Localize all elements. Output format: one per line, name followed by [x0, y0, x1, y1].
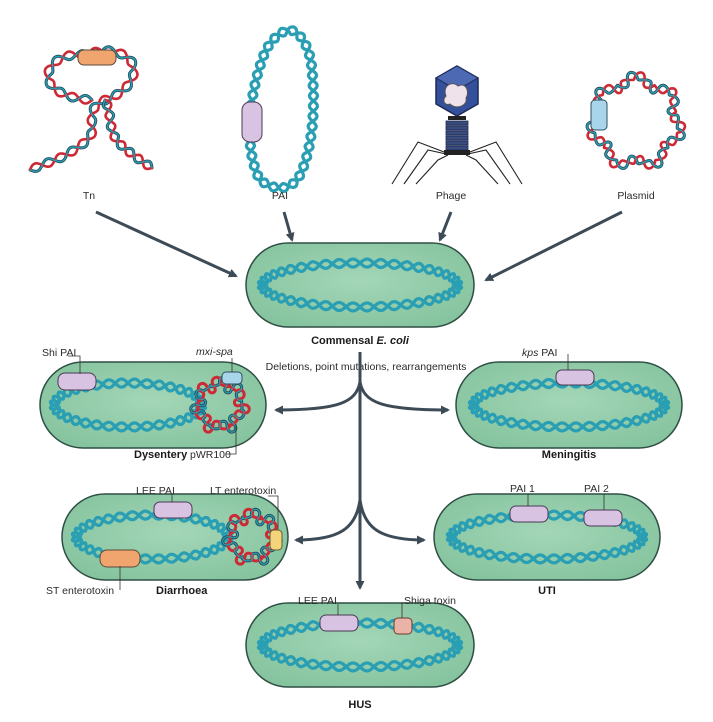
- uti-title: UTI: [538, 585, 556, 597]
- meningitis-cell: [455, 361, 683, 449]
- shi-pai-segment: [57, 372, 97, 391]
- pwr100-label: pWR100: [190, 449, 231, 461]
- lt-enterotoxin-label: LT enterotoxin: [210, 485, 276, 497]
- pai2-segment: [583, 509, 623, 527]
- source-arrows: [95, 210, 623, 282]
- branch-arrows: [274, 352, 450, 590]
- mxi-spa-label: mxi-spa: [196, 346, 233, 358]
- dna-helix: [70, 509, 234, 565]
- meningitis-title: Meningitis: [542, 449, 596, 461]
- transposon-segment: [77, 49, 117, 66]
- bacteriophage-icon: [391, 65, 523, 185]
- lt-enterotoxin-segment: [269, 529, 283, 551]
- hus-lee-pai-label: LEE PAI: [298, 595, 337, 607]
- tn-label: Tn: [83, 190, 95, 202]
- pathogenicity-island-icon: [241, 25, 320, 194]
- kps-pai-segment: [555, 369, 595, 386]
- dna-helix: [101, 98, 154, 171]
- dysentery-cell: [39, 361, 267, 449]
- hus-lee-pai-segment: [319, 614, 359, 632]
- shi-pai-label: Shi PAI: [42, 347, 76, 359]
- plasmid-segment: [590, 99, 608, 131]
- dysentery-title: Dysentery: [134, 449, 188, 461]
- diarrhoea-title: Diarrhoea: [156, 585, 208, 597]
- st-enterotoxin-label: ST enterotoxin: [46, 585, 114, 597]
- process-label: Deletions, point mutations, rearrangemen…: [266, 361, 467, 373]
- transposon-icon: [28, 45, 154, 173]
- plasmid-label: Plasmid: [617, 190, 655, 202]
- lee-pai-segment: [153, 501, 193, 519]
- dna-helix: [467, 377, 671, 433]
- st-enterotoxin-segment: [99, 549, 141, 568]
- pai1-segment: [509, 505, 549, 523]
- commensal-cell: [245, 242, 475, 328]
- shiga-toxin-segment: [393, 617, 413, 635]
- shiga-toxin-label: Shiga toxin: [404, 595, 456, 607]
- lee-pai-label: LEE PAI: [136, 485, 175, 497]
- dna-helix: [28, 45, 139, 173]
- pai-label: PAI: [272, 190, 288, 202]
- pai-segment: [241, 101, 263, 143]
- dna-helix: [221, 507, 283, 566]
- phage-label: Phage: [436, 190, 467, 202]
- hus-title: HUS: [348, 699, 371, 711]
- pai1-label: PAI 1: [510, 483, 535, 495]
- pai2-label: PAI 2: [584, 483, 609, 495]
- commensal-label: Commensal E. coli: [311, 335, 410, 347]
- kps-pai-label: kps PAI: [522, 347, 557, 359]
- diarrhoea-cell: [61, 493, 289, 581]
- dna-helix: [48, 377, 208, 433]
- uti-cell: [433, 493, 661, 581]
- dna-helix: [256, 257, 464, 313]
- mxi-spa-segment: [221, 371, 243, 385]
- hus-cell: [245, 602, 475, 688]
- plasmid-icon: [585, 70, 687, 170]
